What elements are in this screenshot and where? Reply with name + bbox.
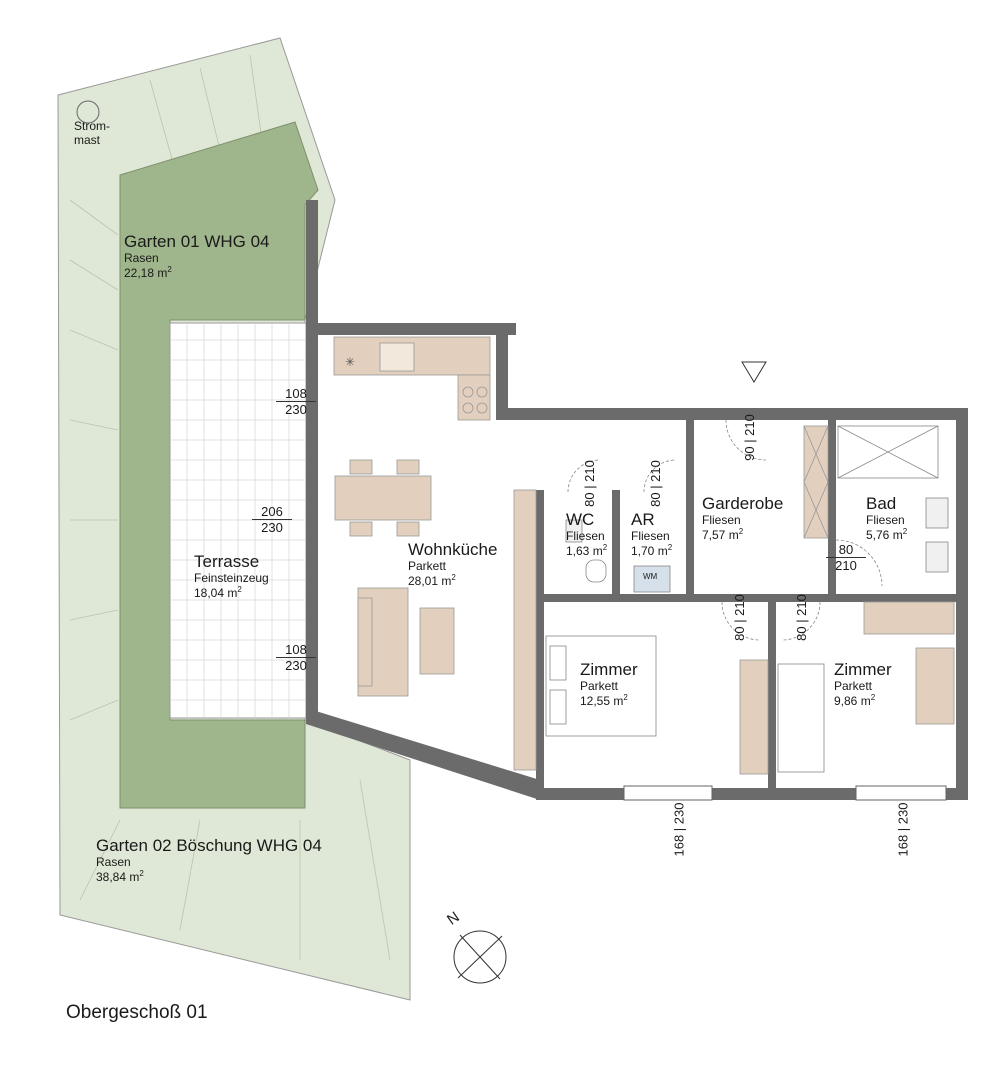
room-garten-01: Garten 01 WHG 04 Rasen 22,18 m2 bbox=[124, 232, 270, 281]
room-area: 7,57 m2 bbox=[702, 527, 744, 543]
room-floor: Parkett bbox=[580, 678, 619, 693]
opening-height: 210 bbox=[835, 558, 857, 573]
bed-zimmer-1 bbox=[545, 635, 657, 737]
room-wohnkueche: Wohnküche Parkett 28,01 m2 bbox=[408, 540, 497, 589]
desk-zimmer-2 bbox=[915, 647, 955, 725]
stromast-symbol bbox=[76, 100, 100, 124]
room-floor: Parkett bbox=[834, 678, 873, 693]
wardrobe-zimmer-1 bbox=[739, 659, 769, 775]
room-area: 28,01 m2 bbox=[408, 573, 456, 589]
floor-title: Obergeschoß 01 bbox=[66, 1002, 208, 1023]
opening-entry-door: 90 | 210 bbox=[741, 414, 757, 461]
room-area: 9,86 m2 bbox=[834, 693, 876, 709]
room-name: Zimmer bbox=[834, 660, 892, 679]
opening-bad-door: 80 210 bbox=[826, 542, 866, 573]
stromast-line-2: mast bbox=[74, 132, 101, 147]
room-garten-02: Garten 02 Böschung WHG 04 Rasen 38,84 m2 bbox=[96, 836, 322, 885]
room-area: 12,55 m2 bbox=[580, 693, 628, 709]
kitchen-counter bbox=[333, 336, 491, 421]
opening-width: 206 bbox=[252, 504, 292, 520]
room-zimmer-1: Zimmer Parkett 12,55 m2 bbox=[580, 660, 638, 709]
toilet bbox=[585, 559, 607, 583]
stromast-line-1: Strom- bbox=[74, 119, 110, 133]
door-swings bbox=[567, 419, 883, 641]
room-area: 1,70 m2 bbox=[631, 543, 673, 559]
opening-height: 230 bbox=[261, 520, 283, 535]
room-terrasse: Terrasse Feinsteinzeug 18,04 m2 bbox=[194, 552, 269, 601]
entry-marker-icon bbox=[741, 361, 767, 383]
garden-hatching bbox=[69, 54, 391, 961]
room-floor: Feinsteinzeug bbox=[194, 570, 269, 585]
room-name: Garten 02 Böschung WHG 04 bbox=[96, 836, 322, 855]
room-floor: Fliesen bbox=[566, 528, 605, 543]
garderobe-cabinets bbox=[803, 425, 829, 539]
opening-zimmer-2-door: 80 | 210 bbox=[793, 594, 809, 641]
bad-basin-1 bbox=[925, 497, 949, 529]
sofa-set bbox=[357, 587, 455, 697]
room-floor: Rasen bbox=[124, 250, 159, 265]
opening-height: 230 bbox=[285, 658, 307, 673]
opening-terrace-door-3: 108 230 bbox=[276, 642, 316, 673]
wardrobe-zimmer-2 bbox=[863, 601, 955, 635]
room-garderobe: Garderobe Fliesen 7,57 m2 bbox=[702, 494, 783, 543]
shower bbox=[837, 425, 939, 479]
room-area: 1,63 m2 bbox=[566, 543, 608, 559]
room-area: 22,18 m2 bbox=[124, 265, 172, 281]
room-area: 5,76 m2 bbox=[866, 527, 908, 543]
opening-height: 230 bbox=[285, 402, 307, 417]
kitchen-hood-icon: ✳ bbox=[345, 355, 355, 369]
room-floor: Fliesen bbox=[866, 512, 905, 527]
window-zimmer-1 bbox=[623, 785, 713, 801]
room-area: 38,84 m2 bbox=[96, 869, 144, 885]
opening-width: 80 bbox=[826, 542, 866, 558]
room-name: Zimmer bbox=[580, 660, 638, 679]
window-zimmer-2 bbox=[855, 785, 947, 801]
wardrobe-strip bbox=[513, 489, 537, 771]
room-area: 18,04 m2 bbox=[194, 585, 242, 601]
terrace-tiles bbox=[170, 323, 306, 718]
room-name: Terrasse bbox=[194, 552, 260, 571]
room-name: Bad bbox=[866, 494, 897, 513]
room-name: AR bbox=[631, 510, 655, 529]
opening-window-1: 168 | 230 bbox=[671, 802, 687, 857]
room-name: WC bbox=[566, 510, 595, 529]
room-floor: Rasen bbox=[96, 854, 131, 869]
opening-width: 108 bbox=[276, 386, 316, 402]
opening-window-2: 168 | 230 bbox=[895, 802, 911, 857]
room-bad: Bad Fliesen 5,76 m2 bbox=[866, 494, 907, 543]
room-name: Garten 01 WHG 04 bbox=[124, 232, 270, 251]
opening-terrace-door-1: 108 230 bbox=[276, 386, 316, 417]
bad-basin-2 bbox=[925, 541, 949, 573]
room-name: Garderobe bbox=[702, 494, 784, 513]
north-arrow-icon bbox=[453, 930, 507, 984]
wc-basin bbox=[565, 519, 583, 543]
opening-terrace-door-2: 206 230 bbox=[252, 504, 292, 535]
opening-wc-door: 80 | 210 bbox=[581, 460, 597, 507]
washer-symbol bbox=[633, 565, 671, 593]
room-wc: WC Fliesen 1,63 m2 bbox=[566, 510, 607, 559]
washer-label: WM bbox=[643, 572, 658, 581]
room-floor: Fliesen bbox=[702, 512, 741, 527]
room-zimmer-2: Zimmer Parkett 9,86 m2 bbox=[834, 660, 892, 709]
dining-set bbox=[334, 459, 432, 537]
room-ar: AR Fliesen 1,70 m2 bbox=[631, 510, 672, 559]
room-floor: Fliesen bbox=[631, 528, 670, 543]
stromast-label: Strom- mast bbox=[74, 119, 110, 148]
room-name: Wohnküche bbox=[408, 540, 498, 559]
opening-ar-door: 80 | 210 bbox=[647, 460, 663, 507]
opening-width: 108 bbox=[276, 642, 316, 658]
bed-zimmer-2 bbox=[777, 663, 825, 773]
room-floor: Parkett bbox=[408, 558, 447, 573]
opening-zimmer-1-door: 80 | 210 bbox=[731, 594, 747, 641]
